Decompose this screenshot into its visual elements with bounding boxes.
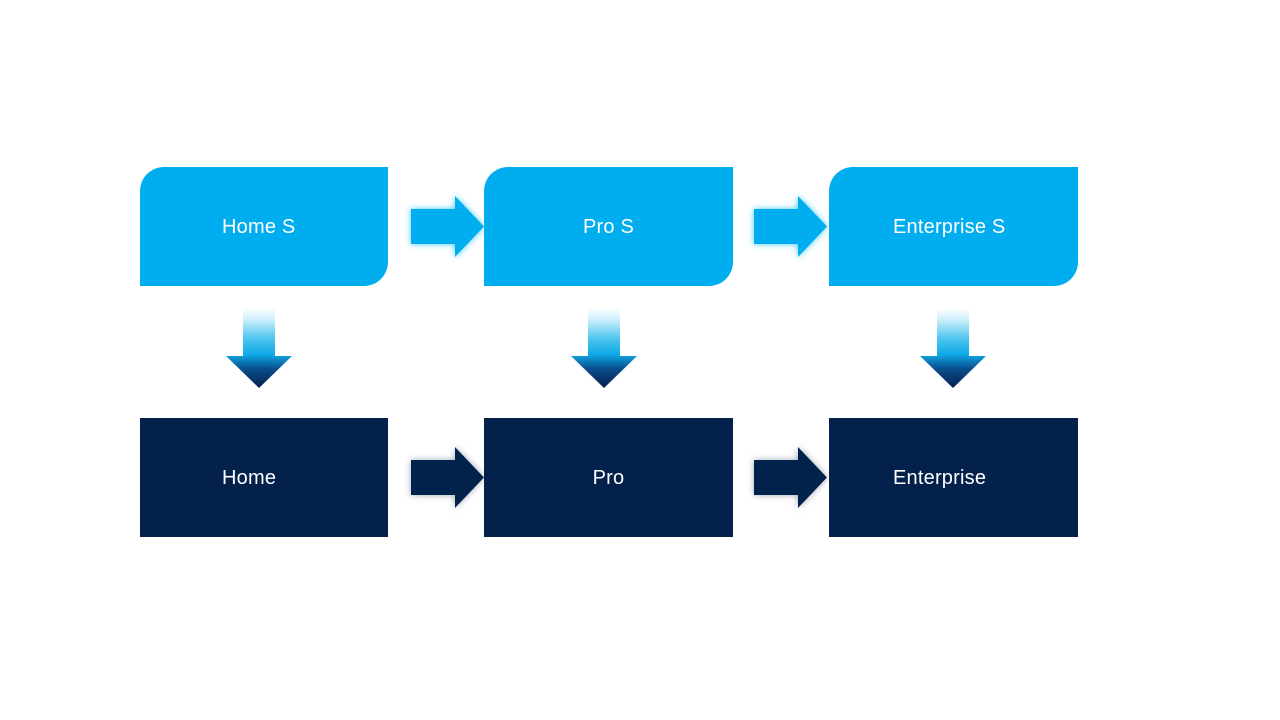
node-enterprise-s[interactable]: Enterprise S (829, 167, 1078, 286)
node-pro[interactable]: Pro (484, 418, 733, 537)
node-pro-label: Pro (592, 466, 625, 489)
node-pro-s[interactable]: Pro S (484, 167, 733, 286)
connector-enterprise-s-to-enterprise (920, 308, 986, 388)
node-home-s-label: Home S (222, 215, 296, 238)
connector-pro-to-enterprise (754, 447, 827, 508)
node-home-label: Home (222, 466, 277, 489)
node-enterprise-s-label: Enterprise S (893, 215, 1006, 238)
node-home[interactable]: Home (140, 418, 388, 537)
node-enterprise[interactable]: Enterprise (829, 418, 1078, 537)
connector-pro-s-to-pro (571, 308, 637, 388)
connector-home-to-pro (411, 447, 484, 508)
connector-home-s-to-home (226, 308, 292, 388)
connector-home-s-to-pro-s (411, 196, 484, 257)
connector-pro-s-to-enterprise-s (754, 196, 827, 257)
node-enterprise-label: Enterprise (893, 466, 987, 489)
node-pro-s-label: Pro S (582, 215, 635, 238)
node-home-s[interactable]: Home S (140, 167, 388, 286)
